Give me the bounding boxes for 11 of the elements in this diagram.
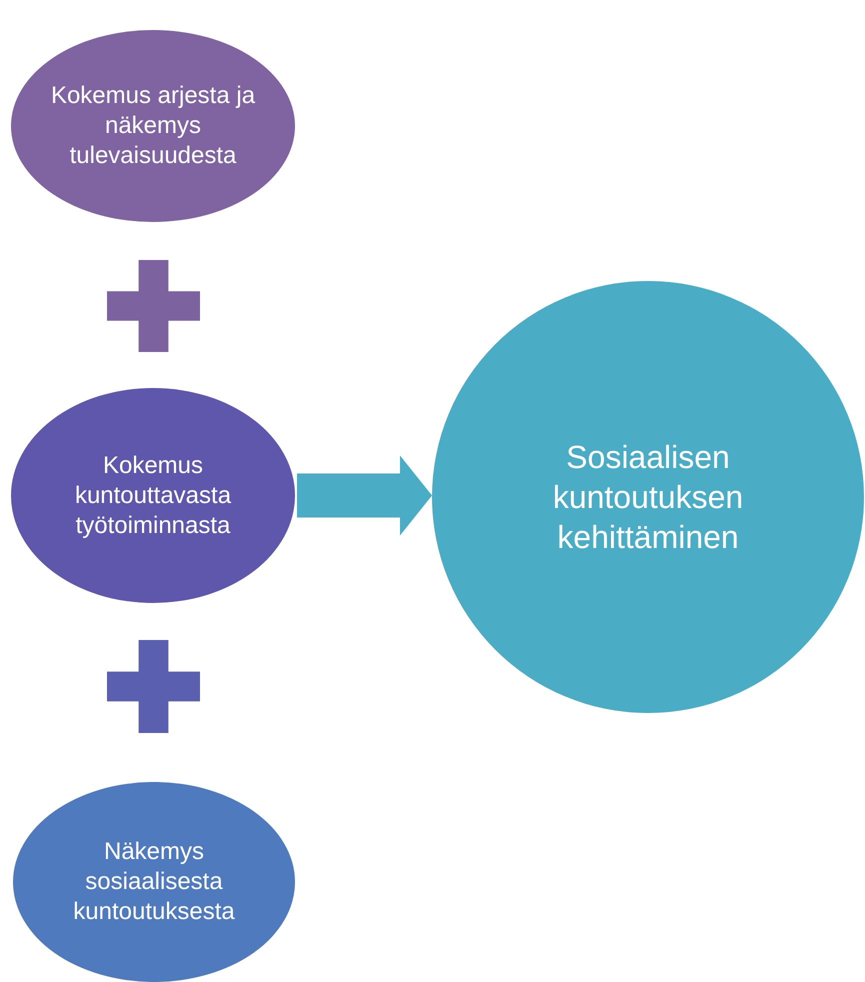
node-label: Kokemus kuntouttavasta työtoiminnasta xyxy=(74,450,232,540)
plus-sign-icon xyxy=(107,260,200,352)
node-label: Sosiaalisen kuntoutuksen kehittäminen xyxy=(552,438,744,557)
outcome-circle xyxy=(432,281,864,713)
topic-ellipse xyxy=(11,30,295,222)
block-arrow xyxy=(297,456,432,536)
topic-ellipse xyxy=(13,782,295,982)
plus-sign-icon xyxy=(107,640,200,733)
topic-ellipse xyxy=(11,388,295,603)
node-label: Näkemys sosiaalisesta kuntoutuksesta xyxy=(72,837,236,927)
node-label: Kokemus arjesta ja näkemys tulevaisuudesta xyxy=(50,81,256,171)
